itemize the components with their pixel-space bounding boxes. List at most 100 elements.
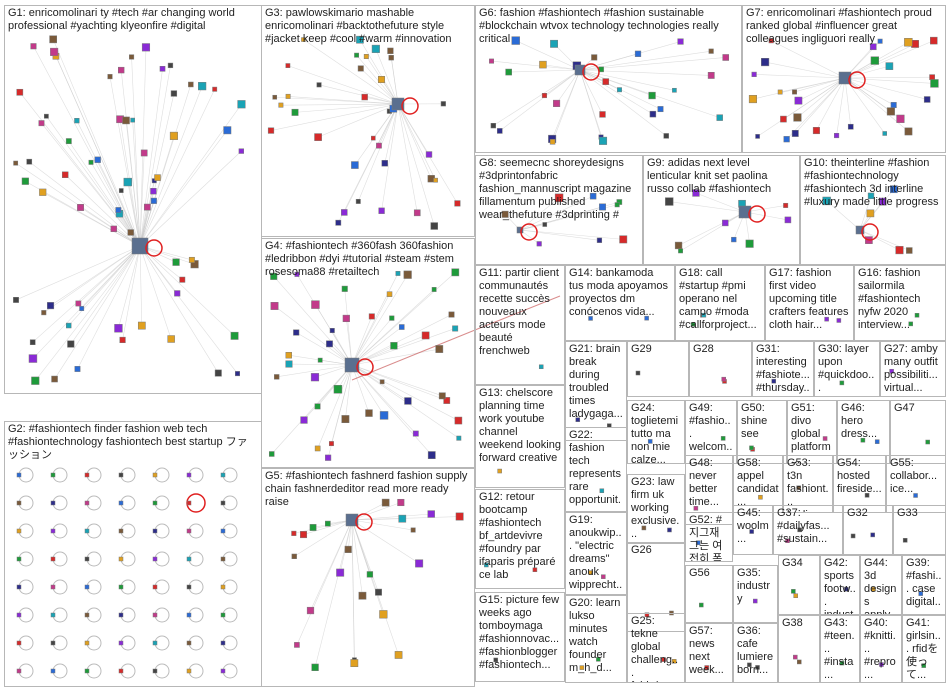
node [914,313,920,318]
node [270,272,278,280]
node [47,302,55,310]
node [152,612,158,618]
node [50,640,56,646]
group-g6: G6: fashion #fashiontech #fashion sustai… [475,5,742,153]
node [16,668,22,674]
edge [859,195,872,231]
edge [552,69,581,142]
edge [319,84,399,105]
node [188,81,194,88]
edge [397,103,418,213]
node [144,203,151,211]
edge [515,40,581,71]
edge [351,519,420,564]
node [771,378,777,384]
node [49,35,58,44]
node [268,451,275,457]
edge [844,77,935,84]
edge [131,56,141,247]
node [421,331,430,340]
node [39,188,47,196]
node [285,360,293,368]
node-layer [13,35,939,679]
group-label: G13: chelscore planning time work youtub… [479,387,565,464]
node [839,660,845,666]
node [430,222,438,230]
node [844,586,849,592]
edge [52,39,141,247]
group-label: G55: collabor... ice... [890,457,941,495]
group-g17: G17: fashion first video upcoming title … [765,265,854,341]
group-label: G42: sports footw... indust... [824,557,856,615]
edge [139,245,238,374]
group-label: G3: pawlowskimario mashable enricomolina… [265,7,452,45]
group-label: G45: woolm... [737,507,769,545]
edge [351,328,456,366]
node [16,528,22,534]
group-g30: G30: layer upon #quickdoo... #fashionte.… [814,341,880,397]
edge [351,364,417,434]
node [497,128,503,134]
group-g5: G5: #fashiontech fashnerd fashion supply… [261,468,475,687]
edge [274,305,353,366]
node [118,500,124,506]
group-label: G9: adidas next level lenticular knit se… [647,157,772,195]
node [542,222,548,227]
node [701,312,707,318]
node [536,241,542,247]
node [877,38,883,44]
node [16,584,22,590]
node [413,209,421,217]
node [791,589,796,594]
node [31,376,40,385]
node [186,556,192,562]
node [220,472,226,478]
node [874,439,880,444]
node [647,439,653,444]
node [291,553,297,559]
node [745,239,754,248]
node [29,339,36,345]
group-label: G16: fashion sailormila #fashiontech nyf… [858,267,924,331]
node [84,640,90,646]
node [311,663,319,671]
node [294,271,300,277]
group-g22: G22: fashion tech represents rare opport… [565,427,627,512]
group-g58: G58: appel candidat... [733,455,783,513]
node [693,506,699,511]
node [84,472,90,478]
edge [351,364,370,414]
node [793,593,798,598]
group-label: G1: enricomolinari ty #tech #ar changing… [8,7,238,32]
edge [296,332,353,366]
node [170,90,178,97]
edge [844,76,933,79]
group-g21: G21: brain break during troubled times l… [565,341,627,441]
group-label: G54: hosted fireside... [837,457,882,495]
group-g39: G39: #fashi... case digital... [902,555,946,615]
edge [351,314,452,366]
node [38,120,45,127]
edge [76,120,141,247]
node [118,188,124,193]
group-label: G4: #fashiontech #360fash 360fashion #le… [265,240,458,278]
node [588,570,593,575]
edge [288,363,353,366]
node [186,640,192,646]
edge [274,96,399,105]
node [16,472,22,478]
edge [270,103,399,131]
node [797,659,802,665]
edge [358,103,399,202]
group-g38: G38 [778,615,820,683]
edge [127,182,141,247]
node [538,364,544,370]
node [758,494,763,500]
node [657,106,664,113]
node [793,113,802,122]
edge [296,519,353,646]
node [375,588,382,596]
node [75,300,82,307]
node [152,640,158,646]
group-g46: G46: hero dress... [837,400,890,464]
